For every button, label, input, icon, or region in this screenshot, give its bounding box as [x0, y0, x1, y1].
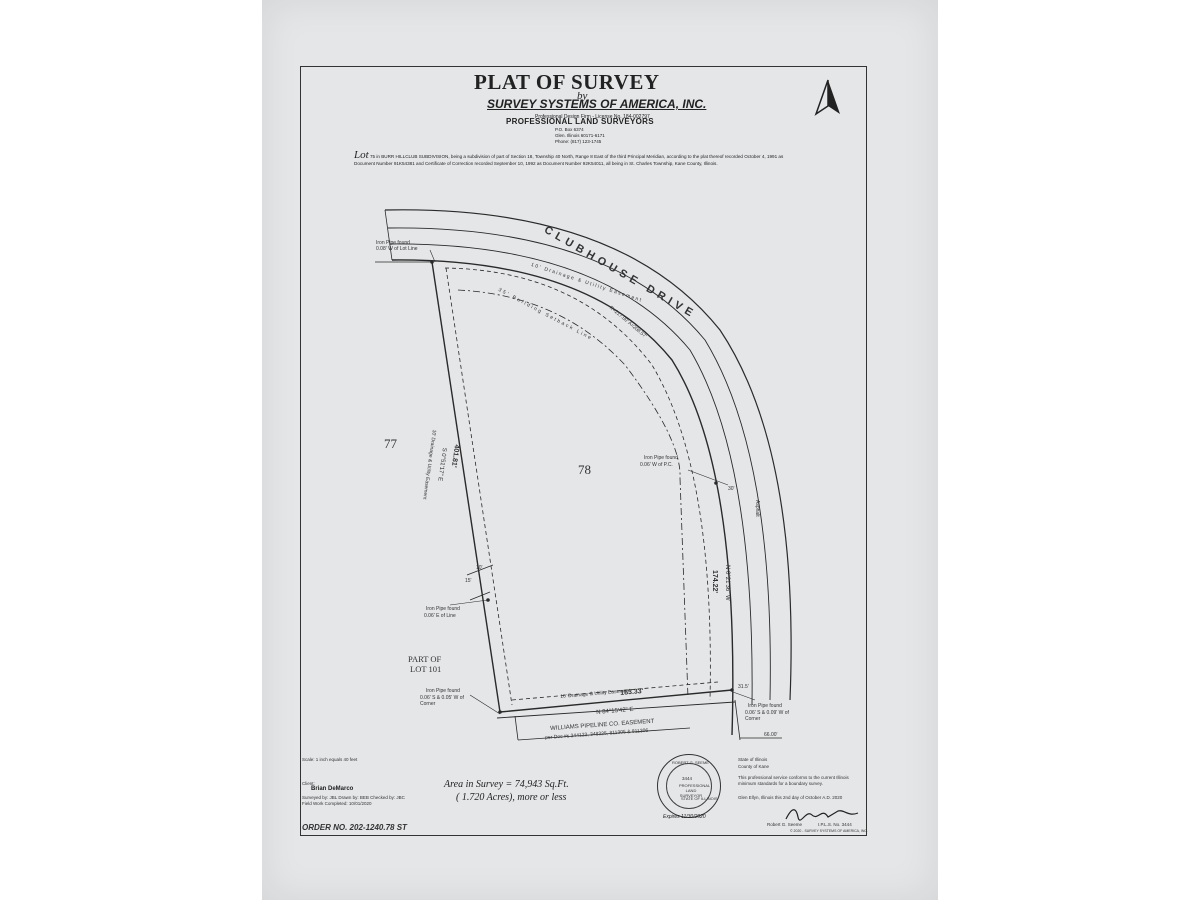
seal-number: 3444	[682, 776, 693, 781]
iron-pipe-marker	[486, 598, 490, 602]
north-arrow-icon	[814, 79, 840, 116]
lot-front-line	[391, 259, 734, 736]
surveyor-seal	[657, 754, 721, 818]
iron-pipe-marker	[498, 710, 502, 714]
surveyor-license: I.P.L.S. No. 3444	[818, 822, 852, 827]
iron-pipe-sw-label: Iron Pipe found	[426, 688, 460, 694]
dimension-label: 31.5'	[738, 684, 749, 690]
lot-number-subject: 78	[578, 462, 591, 477]
lot-word: Lot	[354, 149, 369, 161]
client-label: Client:	[302, 781, 315, 786]
road-surface: Asphalt	[754, 500, 760, 517]
iron-pipe-pc-detail: 0.06' W of P.C.	[640, 462, 673, 468]
surveyed-by: Surveyed by: JBL Drawn by: BEB Checked b…	[302, 795, 405, 800]
field-completed: Field Work Completed: 10/01/2020	[302, 801, 372, 806]
seal-profession: PROFESSIONAL LAND SURVEYOR	[679, 783, 711, 798]
part-of-lot-label: PART OF	[408, 654, 442, 664]
west-lot-line	[431, 261, 501, 713]
company-name: SURVEY SYSTEMS OF AMERICA, INC.	[487, 97, 707, 111]
drainage-easement-line	[444, 267, 711, 701]
south-lot-line	[499, 689, 733, 713]
road-outer-row-line	[384, 209, 792, 701]
copyright: © 2020 - SURVEY SYSTEMS OF AMERICA, INC.	[790, 829, 868, 833]
professional-title: PROFESSIONAL LAND SURVEYORS	[506, 117, 654, 126]
iron-pipe-se-label: Iron Pipe found	[748, 703, 782, 709]
state-line: State of Illinois	[738, 757, 768, 762]
iron-pipe-marker	[730, 688, 734, 692]
pipeline-easement-line	[496, 701, 736, 719]
building-setback-line	[457, 289, 681, 479]
firm-license: Professional Design Firm - License No. 1…	[535, 114, 650, 120]
legal-text: 75 in BURR HILLCLUB SUBDIVISION, being a…	[354, 154, 784, 166]
area-in-survey: Area in Survey = 74,943 Sq.Ft.	[444, 779, 569, 790]
iron-pipe-se-detail: 0.06' S & 0.09' W of Corner	[745, 710, 789, 722]
west-easement-line	[445, 267, 513, 706]
lot-number-west: 77	[384, 436, 397, 451]
area-acres: ( 1.720 Acres), more or less	[456, 792, 567, 803]
iron-pipe-w-label: Iron Pipe found	[426, 606, 460, 612]
part-of-lot-number: LOT 101	[410, 664, 442, 674]
by-text: by	[577, 90, 588, 102]
client-name: Brian DeMarco	[311, 786, 354, 792]
license-expiration: Expires 11/30/2020	[663, 814, 706, 820]
iron-pipe-marker	[430, 260, 434, 264]
iron-pipe-sw-detail: 0.06' S & 0.05' W of Corner	[420, 695, 464, 707]
dimension-label: 10'	[476, 565, 483, 571]
scale-note: Scale: 1 inch equals 40 feet	[302, 757, 358, 762]
iron-pipe-nw-label: Iron Pipe found	[376, 240, 410, 246]
iron-pipe-pc-label: Iron Pipe found	[644, 455, 678, 461]
survey-paper	[262, 0, 938, 900]
address-line: Phone: (817) 123-1745	[555, 139, 602, 144]
legal-description: Lot 75 in BURR HILLCLUB SUBDIVISION, bei…	[354, 149, 784, 167]
row-north-end	[384, 209, 393, 261]
dimension-label: 30'	[728, 486, 735, 492]
iron-pipe-nw-detail: 0.08' W of Lot Line	[376, 246, 418, 252]
certification-text: This professional service conforms to th…	[738, 775, 849, 786]
iron-pipe-w-detail: 0.06' E of Line	[424, 613, 456, 619]
county-line: County of Kane	[738, 764, 770, 769]
seal-name: ROBERT G. SEEME	[672, 760, 709, 765]
surveyor-name: Robert G. Seeme	[767, 822, 803, 827]
plat-title: PLAT OF SURVEY	[474, 70, 660, 94]
setback-east	[679, 477, 689, 699]
dimension-label: 15'	[465, 578, 472, 584]
surveyor-signature	[785, 809, 859, 821]
east-line-bearing: N 0°21'36" W	[724, 565, 730, 601]
seal-state: STATE OF ILLINOIS	[681, 796, 718, 801]
road-edge-outer	[387, 227, 771, 701]
plat-border	[300, 66, 867, 836]
order-number: ORDER NO. 202-1240.78 ST	[302, 823, 407, 832]
address-line: Glen. Illinois 60171-6171	[555, 133, 605, 138]
east-line-dimension: 174.22'	[711, 570, 718, 594]
dated-line: Glen Ellyn, Illinois this 2nd day of Oct…	[738, 795, 843, 800]
iron-pipe-marker	[714, 481, 718, 485]
address-line: P.O. Box 6374	[555, 127, 584, 132]
dimension-label: 66.00'	[764, 732, 778, 738]
road-edge-inner	[389, 243, 753, 706]
